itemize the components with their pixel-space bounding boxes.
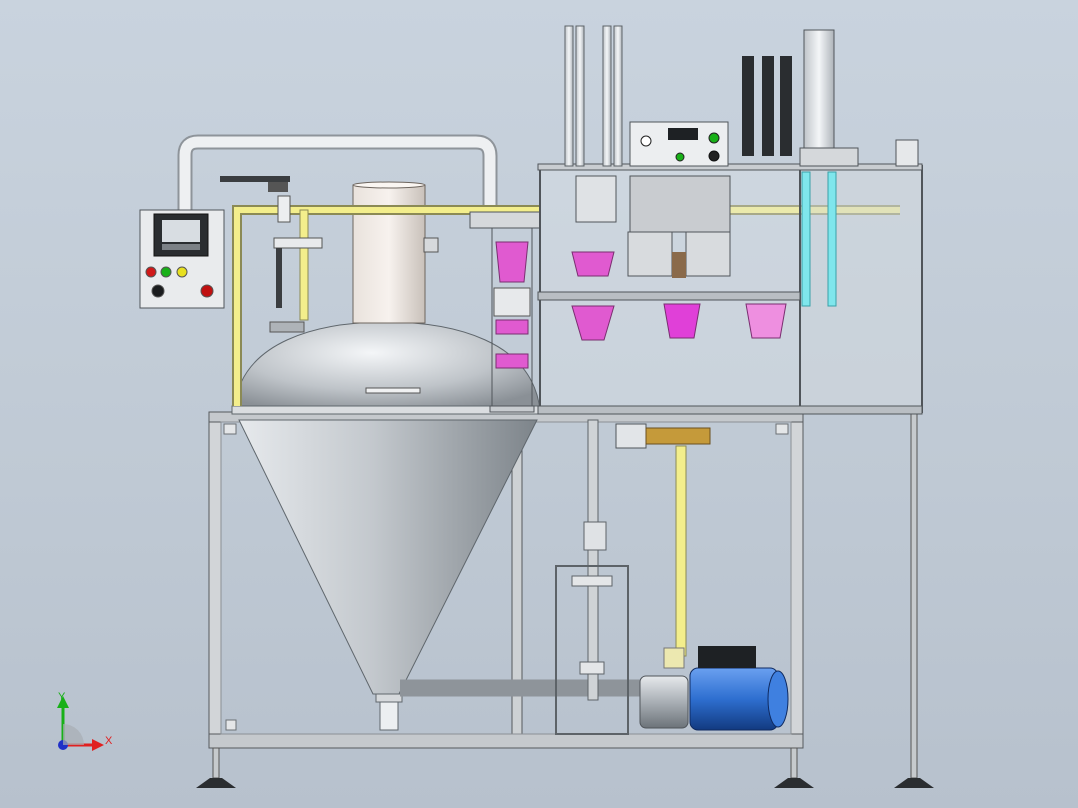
x-axis-label: X	[105, 735, 113, 747]
timer-dial	[640, 135, 652, 147]
stacked-cup	[495, 353, 529, 369]
emergency-stop-button	[200, 284, 214, 298]
leveling-feet	[196, 413, 934, 788]
pump-motor	[639, 646, 789, 731]
cup-holder	[493, 287, 531, 317]
yellow-indicator-light	[176, 266, 188, 278]
start-button	[675, 152, 685, 162]
selector-switch	[151, 284, 165, 298]
red-indicator-light	[145, 266, 157, 278]
green-indicator-light	[160, 266, 172, 278]
stacked-cup	[495, 241, 529, 283]
heating-elements	[742, 56, 792, 156]
valve-assembly	[220, 176, 439, 333]
sealing-heads	[575, 175, 731, 278]
cup-upper-left	[571, 251, 615, 277]
base-frame	[208, 411, 804, 749]
feed-cylinder	[352, 181, 426, 324]
pneumatic-cylinder	[799, 29, 919, 167]
run-indicator-light	[708, 132, 720, 144]
cup-station-3	[745, 303, 787, 339]
y-axis-label: Y	[58, 691, 66, 703]
stacked-cup	[495, 319, 529, 335]
coordinate-triad	[57, 696, 104, 751]
conical-tank	[231, 321, 545, 731]
lift-column	[555, 419, 711, 735]
cup-station-1	[571, 305, 615, 341]
stop-button	[708, 150, 720, 162]
supply-pipes	[564, 25, 623, 167]
cyan-tubes	[801, 171, 837, 307]
return-pipe	[177, 134, 640, 697]
cup-station-2	[663, 303, 701, 339]
